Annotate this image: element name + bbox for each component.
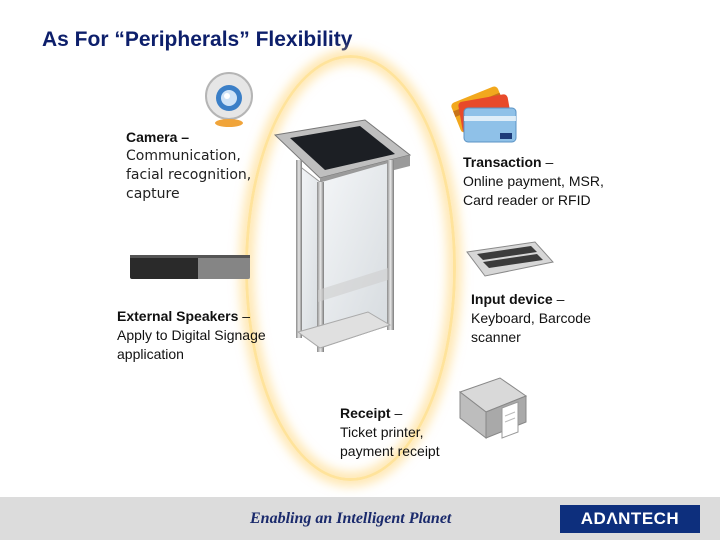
slide-title: As For “Peripherals” Flexibility (42, 28, 353, 51)
camera-desc-2: facial recognition, (126, 167, 252, 183)
receipt-desc-1: Ticket printer, (340, 424, 424, 440)
transaction-heading: Transaction (463, 154, 542, 170)
speakers-desc-1: Apply to Digital Signage (117, 327, 266, 343)
speakers-desc-2: application (117, 346, 184, 362)
footer-tagline: Enabling an Intelligent Planet (250, 510, 452, 527)
receipt-label: Receipt – Ticket printer, payment receip… (340, 404, 440, 461)
logo-text: ADΛNTECH (580, 509, 680, 528)
credit-cards-icon (451, 86, 517, 143)
advantech-logo: ADΛNTECH (560, 505, 700, 533)
receipt-dash: – (390, 405, 403, 421)
camera-desc-3: capture (126, 186, 180, 202)
keyboard-icon (466, 241, 554, 277)
receipt-printer-icon (458, 377, 528, 440)
speaker-bar-icon (130, 255, 250, 279)
input-desc-2: scanner (471, 329, 521, 345)
kiosk-image (273, 119, 412, 352)
camera-desc-1: Communication, (126, 148, 241, 164)
camera-heading: Camera – (126, 129, 190, 145)
input-heading: Input device (471, 291, 553, 307)
input-desc-1: Keyboard, Barcode (471, 310, 591, 326)
transaction-desc-1: Online payment, MSR, (463, 173, 604, 189)
speakers-dash: – (238, 308, 251, 324)
input-dash: – (552, 291, 565, 307)
speakers-label: External Speakers – Apply to Digital Sig… (117, 307, 266, 364)
camera-label: Camera – Communication, facial recogniti… (126, 128, 251, 204)
webcam-icon (205, 72, 253, 127)
transaction-dash: – (541, 154, 554, 170)
receipt-heading: Receipt (340, 405, 391, 421)
transaction-label: Transaction – Online payment, MSR, Card … (463, 153, 604, 210)
speakers-heading: External Speakers (117, 308, 239, 324)
input-device-label: Input device – Keyboard, Barcode scanner (471, 290, 591, 347)
transaction-desc-2: Card reader or RFID (463, 192, 591, 208)
receipt-desc-2: payment receipt (340, 443, 440, 459)
